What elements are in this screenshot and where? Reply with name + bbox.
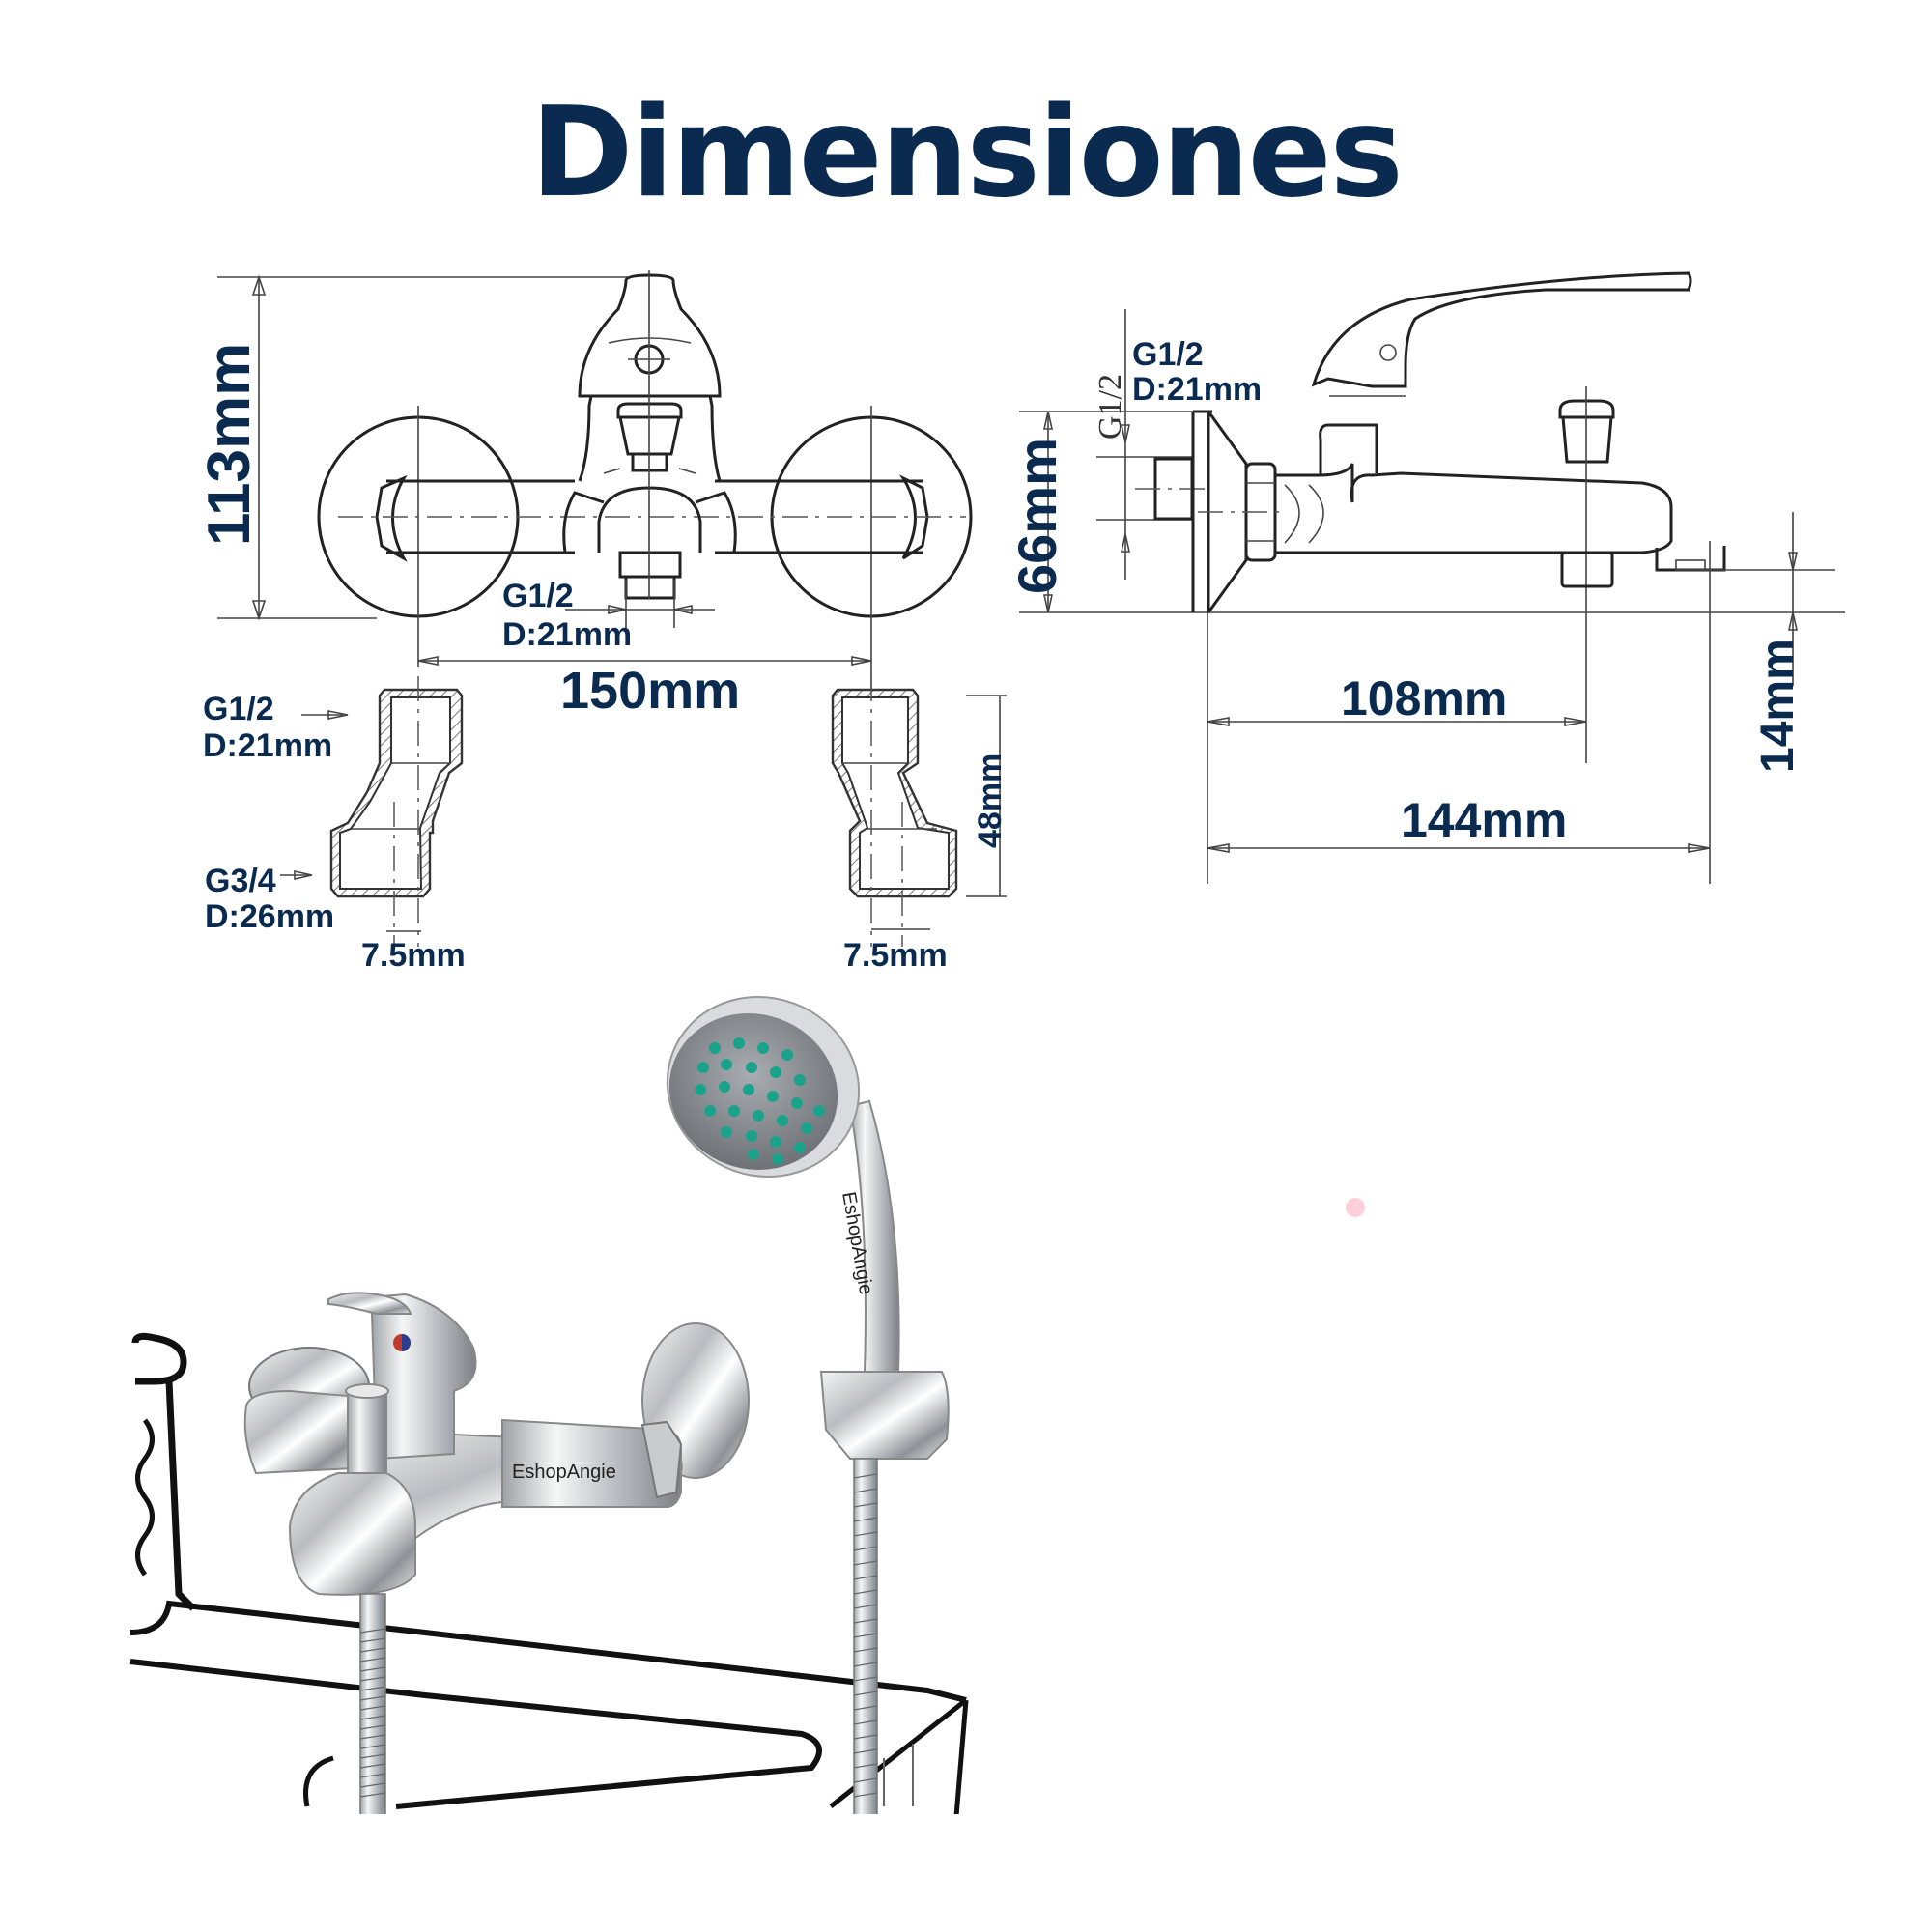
left-offset: 7.5mm [361, 937, 466, 974]
product-photo: EshopAngie EshopAngie [126, 996, 1365, 1932]
front-outlet-thread: G1/2 [502, 578, 574, 614]
front-outlet-diameter: D:21mm [502, 616, 632, 653]
height-label: 113mm [196, 343, 263, 546]
right-height: 48mm [972, 753, 1009, 848]
side-inlet-thread-vertical: G1/2 [1093, 374, 1128, 440]
left-bottom-diameter: D:26mm [205, 898, 334, 935]
total-depth: 144mm [1401, 793, 1567, 847]
width-label: 150mm [560, 662, 740, 720]
mixer-brand-engraving: EshopAngie [512, 1462, 616, 1483]
page-title: Dimensiones [530, 81, 1404, 225]
left-bottom-thread: G3/4 [205, 863, 276, 899]
side-inlet-thread: G1/2 [1132, 336, 1204, 373]
side-inlet-diameter: D:21mm [1132, 371, 1262, 408]
side-view: 66mm G1/2 G1/2 D:21mm [1007, 271, 1845, 884]
eccentric-connector-right: 48mm 7.5mm [831, 676, 1009, 974]
side-height-label: 66mm [1007, 438, 1067, 594]
left-top-thread: G1/2 [203, 691, 274, 727]
eccentric-connector-left: G1/2 D:21mm G3/4 D:26mm 7.5mm [203, 676, 466, 974]
spout-drop-label: 14mm [1752, 639, 1804, 773]
left-top-diameter: D:21mm [203, 727, 332, 764]
right-offset: 7.5mm [843, 937, 948, 974]
front-view: 113mm [196, 270, 973, 720]
spout-outlet-distance: 108mm [1341, 671, 1507, 725]
shower-nozzles [695, 1037, 825, 1165]
